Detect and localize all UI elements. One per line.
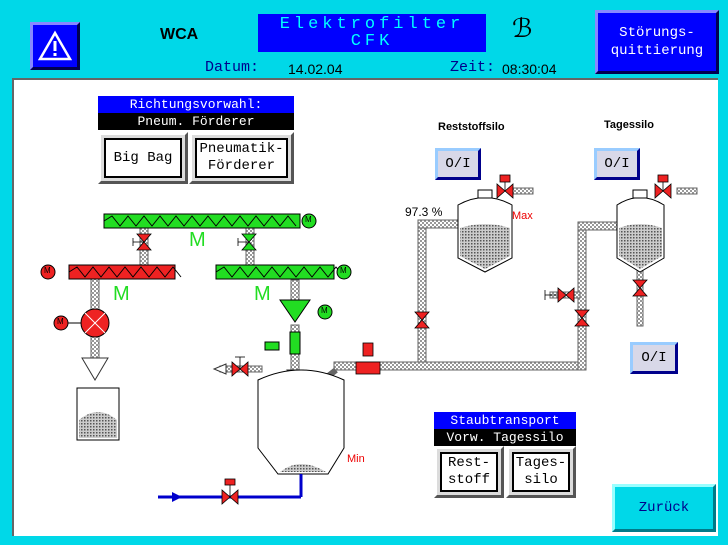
- feed-funnel: [264, 299, 333, 355]
- rotary-valve: [53, 308, 110, 338]
- reststoff-silo-level: 97.3 %: [405, 205, 443, 219]
- valve-bypass: [544, 287, 575, 303]
- back-button-label: Zurück: [638, 500, 690, 516]
- valve-tages-inlet: [574, 309, 590, 327]
- pressure-sender: [355, 342, 381, 375]
- valve-upper-right: [237, 233, 257, 251]
- left-conveyor-motor-label: M: [113, 283, 130, 305]
- valve-reststoff-vent: [496, 174, 514, 199]
- tages-discharge-onoff-label: O/I: [641, 350, 667, 366]
- reststoff-silo-onoff-button[interactable]: O/I: [435, 148, 481, 180]
- big-bag-button[interactable]: Big Bag: [104, 138, 182, 178]
- pneumatic-conveyor-button[interactable]: Pneumatik- Förderer: [195, 138, 288, 178]
- tages-silo-button[interactable]: Tages- silo: [512, 452, 570, 492]
- reststoff-silo-max-label: Max: [512, 210, 533, 222]
- tages-silo-onoff-button[interactable]: O/I: [594, 148, 640, 180]
- motor-symbol-left: M: [44, 266, 51, 275]
- direction-panel-selected: Pneum. Förderer: [98, 113, 294, 130]
- transport-panel-selected: Vorw. Tagessilo: [434, 429, 576, 446]
- right-screw-conveyor: [215, 264, 352, 280]
- upper-screw-conveyor: [103, 213, 317, 229]
- company-logo: ℬ: [512, 14, 533, 44]
- back-button[interactable]: Zurück: [612, 484, 716, 532]
- left-screw-conveyor: [40, 264, 182, 280]
- screen-title-line2: CFK: [350, 32, 394, 51]
- tages-silo: [616, 189, 665, 273]
- reststoff-onoff-label: O/I: [445, 156, 471, 172]
- right-conveyor-motor-label: M: [254, 283, 271, 305]
- alarm-button[interactable]: [30, 22, 80, 70]
- reststoff-silo-label: Reststoffsilo: [438, 121, 505, 133]
- direction-panel-title: Richtungsvorwahl:: [98, 96, 294, 113]
- header-bar: WCA Elektrofilter CFK ℬ Datum: 14.02.04 …: [0, 0, 728, 78]
- transport-panel-title: Staubtransport: [434, 412, 576, 429]
- upper-conveyor-motor-label: M: [189, 229, 206, 251]
- valve-filter-vent: [231, 356, 249, 377]
- screen-title: Elektrofilter CFK: [258, 14, 486, 52]
- valve-blow-line: [221, 478, 239, 505]
- pneumatic-conveyor-button-frame[interactable]: Pneumatik- Förderer: [189, 132, 294, 184]
- valves: [132, 174, 672, 505]
- reststoff-button[interactable]: Rest- stoff: [440, 452, 498, 492]
- valve-reststoff-inlet: [414, 311, 430, 329]
- filter-hopper-min-label: Min: [347, 453, 365, 465]
- reststoff-button-frame[interactable]: Rest- stoff: [434, 446, 504, 498]
- motor-symbol-rotary: M: [57, 317, 64, 326]
- valve-tages-discharge: [632, 279, 648, 297]
- tages-silo-button-frame[interactable]: Tages- silo: [506, 446, 576, 498]
- big-bag-button-frame[interactable]: Big Bag: [98, 132, 188, 184]
- motor-symbol-funnel: M: [321, 306, 328, 315]
- valve-tages-vent: [654, 174, 672, 199]
- reststoff-silo: [457, 189, 513, 273]
- date-label: Datum:: [205, 59, 260, 76]
- fault-acknowledge-button[interactable]: Störungs- quittierung: [595, 10, 719, 74]
- screen-title-line1: Elektrofilter: [279, 15, 465, 34]
- valve-upper-left: [132, 233, 152, 251]
- time-value: 08:30:04: [502, 61, 557, 77]
- tages-silo-label: Tagessilo: [604, 119, 654, 131]
- motor-symbol-right: M: [340, 266, 347, 275]
- fault-acknowledge-label: Störungs- quittierung: [610, 25, 704, 59]
- filter-hopper: [257, 369, 345, 497]
- tages-onoff-label: O/I: [604, 156, 630, 172]
- motor-symbol-upper: M: [305, 215, 312, 224]
- big-bag: [76, 387, 120, 441]
- warning-icon: [38, 30, 72, 61]
- date-value: 14.02.04: [288, 61, 343, 77]
- time-label: Zeit:: [450, 59, 496, 76]
- tages-silo-discharge-onoff-button[interactable]: O/I: [630, 342, 678, 374]
- site-name: WCA: [160, 26, 199, 43]
